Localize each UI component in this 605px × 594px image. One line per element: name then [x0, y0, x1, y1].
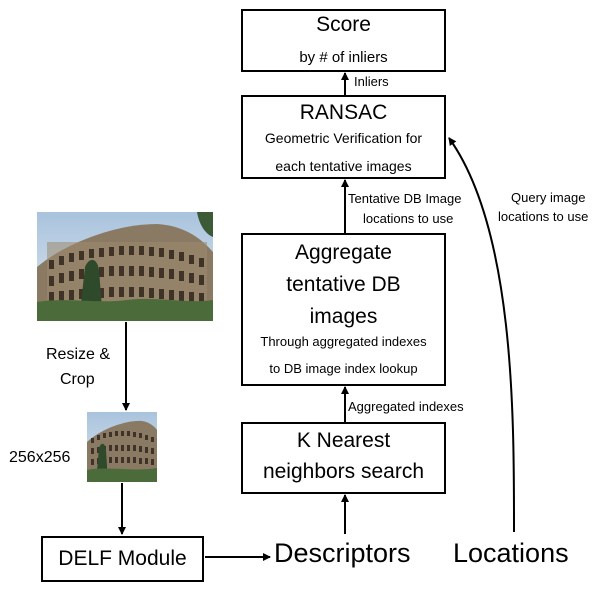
- aggregated-indexes-label: Aggregated indexes: [348, 399, 464, 414]
- inliers-label: Inliers: [354, 74, 389, 89]
- aggregate-title-1: Aggregate: [295, 241, 392, 264]
- aggregate-line1: Through aggregated indexes: [260, 334, 427, 349]
- query-label-1: Query image: [511, 190, 586, 205]
- knn-line2: neighbors search: [262, 460, 425, 483]
- query-label-2: locations to use: [498, 209, 589, 224]
- delf-module-box: DELF Module: [41, 536, 204, 582]
- resize-label-2: Crop: [60, 371, 95, 388]
- knn-box: K Nearest neighbors search: [241, 422, 446, 494]
- descriptors-label: Descriptors: [274, 538, 411, 568]
- arrow-locations-to-ransac: [448, 137, 516, 533]
- colosseum-photo-small: [87, 412, 157, 482]
- tentative-label-2: locations to use: [363, 211, 454, 226]
- delf-module-label: DELF Module: [58, 547, 187, 570]
- aggregate-title-3: images: [309, 305, 378, 328]
- aggregate-title-2: tentative DB: [286, 273, 401, 296]
- colosseum-photo: [37, 212, 213, 321]
- ransac-title: RANSAC: [299, 101, 388, 124]
- aggregate-box: Aggregate tentative DB images Through ag…: [241, 233, 446, 386]
- aggregate-line2: to DB image index lookup: [269, 361, 418, 376]
- ransac-line2: each tentative images: [275, 158, 412, 174]
- size-label: 256x256: [9, 449, 71, 466]
- locations-label: Locations: [453, 538, 569, 568]
- score-title: Score: [316, 13, 371, 36]
- resize-label-1: Resize &: [46, 346, 111, 363]
- score-box: Score by # of inliers: [241, 9, 446, 72]
- score-subtitle: by # of inliers: [299, 49, 388, 66]
- knn-line1: K Nearest: [296, 429, 391, 452]
- ransac-box: RANSAC Geometric Verification for each t…: [241, 95, 446, 179]
- ransac-line1: Geometric Verification for: [264, 130, 423, 146]
- tentative-label-1: Tentative DB Image: [348, 191, 462, 206]
